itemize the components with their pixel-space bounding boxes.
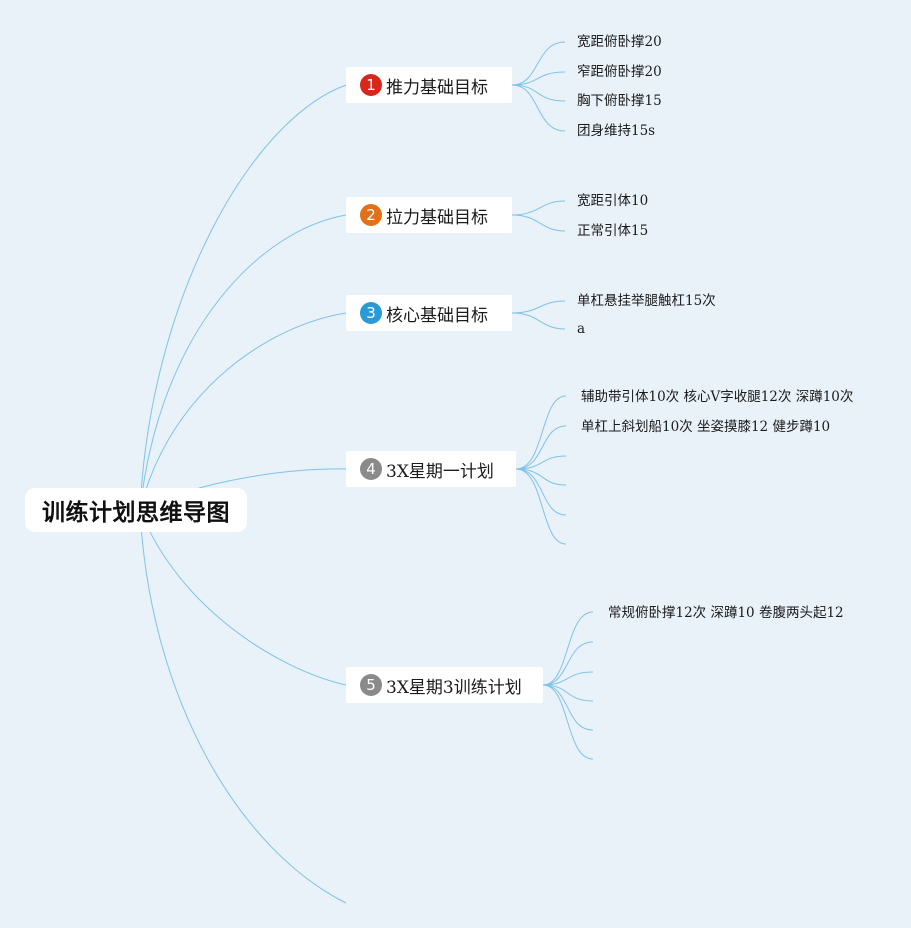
branch-label: 核心基础目标 [386,305,488,326]
subtopic[interactable]: a [577,321,586,337]
connector-b2-leaf [511,200,566,216]
branch-label: 拉力基础目标 [386,207,488,228]
subtopic[interactable]: 窄距俯卧撑20 [577,64,662,80]
subtopic[interactable]: 宽距引体10 [577,193,649,209]
number-badge-icon: 4 [360,458,382,480]
connector-b5-leaf [542,611,594,686]
branch-label: 3X星期3训练计划 [386,677,522,698]
root-topic[interactable]: 训练计划思维导图 [25,488,247,532]
connector-b1-leaf [511,41,566,86]
connector-b2-leaf [511,214,566,232]
connector-b5-leaf [542,684,594,731]
subtopic[interactable]: 团身维持15s [577,123,656,139]
subtopic[interactable]: 胸下俯卧撑15 [577,93,662,109]
connector-root-tail [139,509,347,904]
connector-b4-leaf [515,455,567,470]
connector-b1-leaf [511,84,566,102]
number-badge-icon: 2 [360,204,382,226]
subtopic[interactable]: 辅助带引体10次 核心V字收腿12次 深蹲10次 [581,389,854,405]
branch-label: 3X星期一计划 [386,461,494,482]
number-badge-icon: 5 [360,674,382,696]
subtopic[interactable]: 单杠上斜划船10次 坐姿摸膝12 健步蹲10 [581,419,831,435]
branch-topic-3[interactable]: 3 核心基础目标 [346,295,512,331]
root-title: 训练计划思维导图 [42,500,230,526]
subtopic[interactable]: 宽距俯卧撑20 [577,34,662,50]
connector-b3-leaf [511,312,566,330]
branch-label: 推力基础目标 [386,77,488,98]
connector-b4-leaf [515,425,567,470]
connector-root-branch-1 [139,84,347,511]
subtopic[interactable]: 单杠悬挂举腿触杠15次 [577,293,716,309]
branch-topic-5[interactable]: 5 3X星期3训练计划 [346,667,543,703]
connector-b5-leaf [542,671,594,686]
connector-b4-leaf [515,468,567,486]
subtopic[interactable]: 正常引体15 [577,223,649,239]
connector-b3-leaf [511,300,566,314]
connector-root-branch-2 [139,214,347,511]
connector-b1-leaf [511,84,566,132]
connector-b5-leaf [542,684,594,702]
connector-b5-leaf [542,641,594,686]
branch-topic-1[interactable]: 1 推力基础目标 [346,67,512,103]
connector-b1-leaf [511,71,566,86]
connector-root-branch-5 [139,509,347,686]
subtopic[interactable]: 常规俯卧撑12次 深蹲10 卷腹两头起12 [608,605,844,621]
connector-root-branch-3 [139,312,347,511]
connector-b5-leaf [542,684,594,760]
connector-b4-leaf [515,395,567,470]
branch-topic-2[interactable]: 2 拉力基础目标 [346,197,512,233]
number-badge-icon: 1 [360,74,382,96]
connector-b4-leaf [515,468,567,545]
number-badge-icon: 3 [360,302,382,324]
connector-b4-leaf [515,468,567,516]
branch-topic-4[interactable]: 4 3X星期一计划 [346,451,516,487]
